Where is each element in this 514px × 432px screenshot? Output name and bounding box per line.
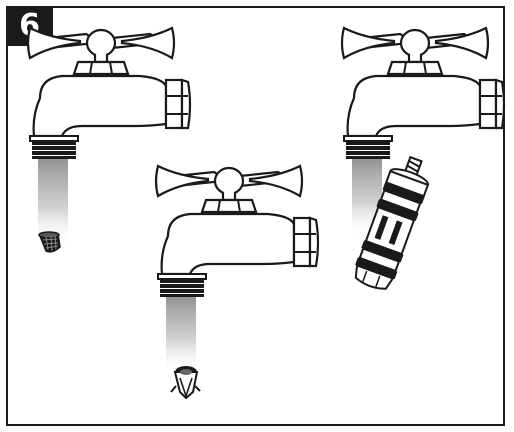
mesh-screen-icon	[38, 231, 61, 253]
cartridge-icon	[354, 155, 430, 290]
water-stream-middle	[166, 296, 196, 374]
conical-valve-icon	[170, 366, 201, 400]
faucet-middle	[154, 164, 320, 400]
faucet-left	[26, 26, 192, 253]
faucet-right	[340, 26, 506, 290]
